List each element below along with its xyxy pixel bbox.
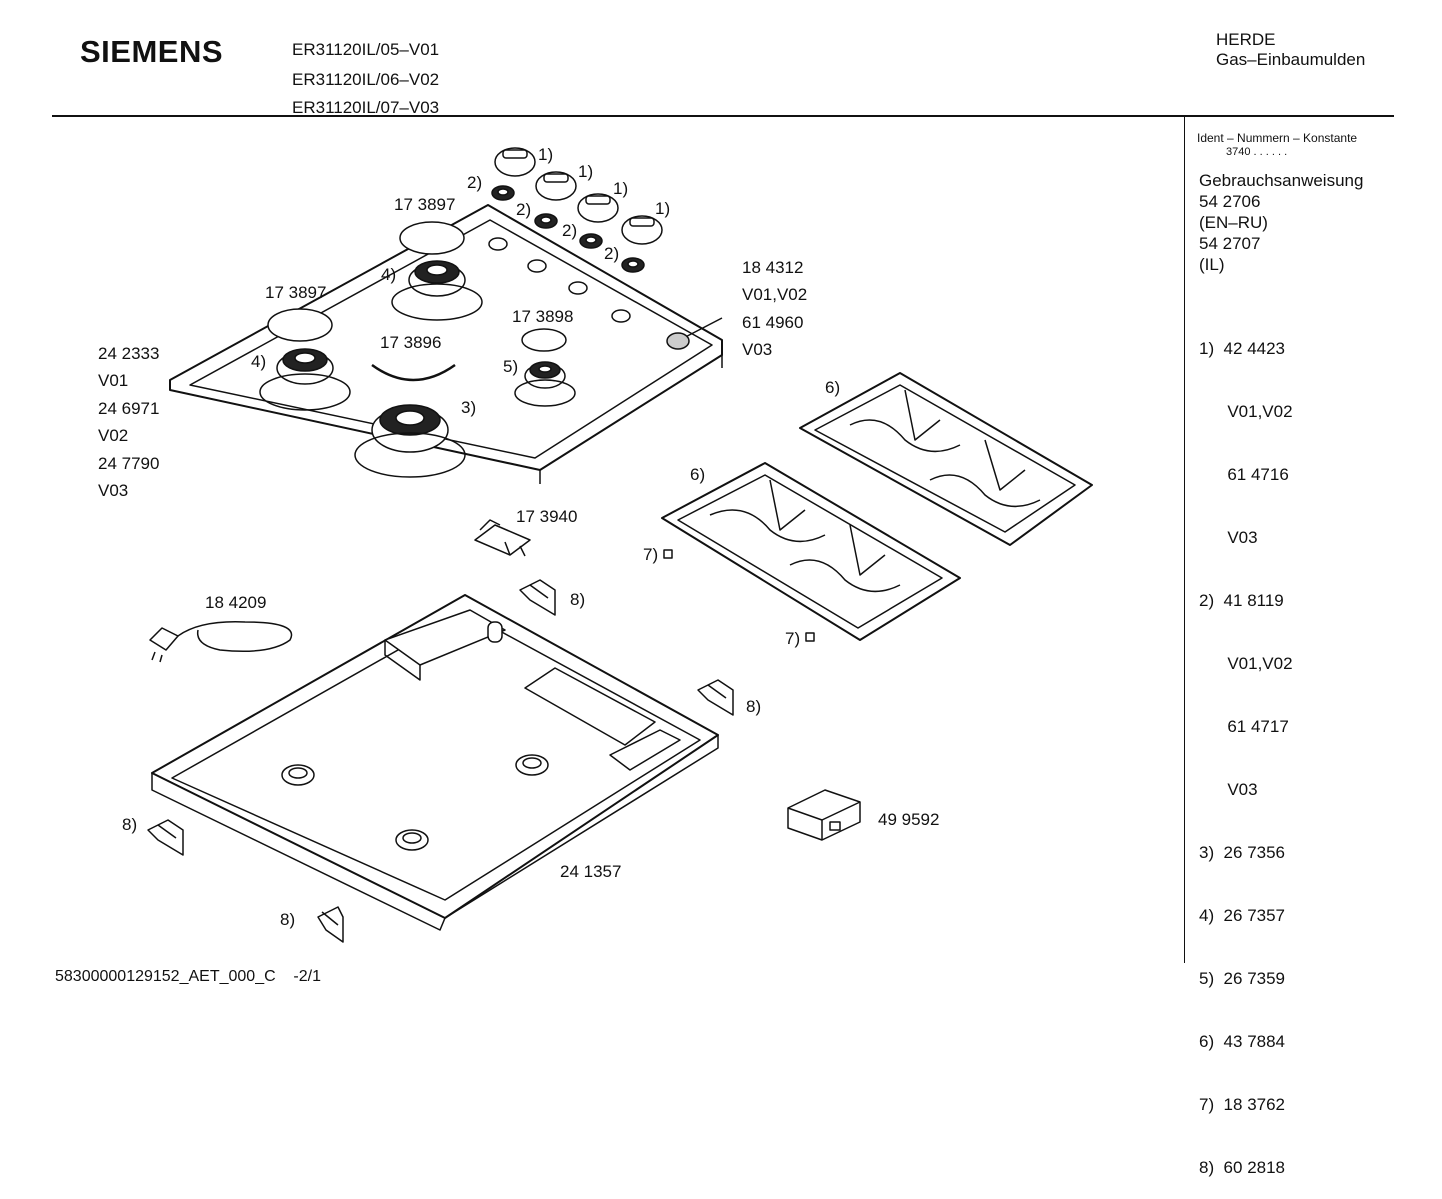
parts-list: 1) 42 4423 V01,V02 61 4716 V03 2) 41 811… bbox=[1199, 296, 1293, 1199]
parts-list-item: 8) 60 2818 bbox=[1199, 1158, 1286, 1177]
part-number-label: 18 4312 bbox=[742, 258, 803, 277]
parts-list-item: 61 4716 bbox=[1199, 465, 1289, 484]
model-number-3: ER31120IL/07–V03 bbox=[292, 98, 440, 117]
callout-labels: 1) 1) 1) 1) 2) 2) 2) 2) 3) 4) 4) 5) 6) 6… bbox=[98, 145, 939, 929]
part-number-label: V03 bbox=[742, 340, 772, 359]
callout-label: 8) bbox=[570, 590, 585, 609]
parts-list-item: 6) 43 7884 bbox=[1199, 1032, 1286, 1051]
manual-line: 54 2706 bbox=[1199, 192, 1261, 211]
parts-list-item: V01,V02 bbox=[1199, 654, 1293, 673]
part-number-label: 17 3940 bbox=[516, 507, 577, 526]
parts-list-item: 2) 41 8119 bbox=[1199, 591, 1284, 610]
bottom-tray bbox=[151, 594, 719, 931]
callout-label: 8) bbox=[122, 815, 137, 834]
burner-caps bbox=[267, 221, 567, 382]
ignition-box bbox=[787, 789, 861, 841]
part-number-label: 61 4960 bbox=[742, 313, 803, 332]
brand-logo: SIEMENS bbox=[80, 34, 224, 69]
parts-list-item: 1) 42 4423 bbox=[1199, 339, 1286, 358]
part-number-label: 17 3898 bbox=[512, 307, 573, 326]
knob-holes bbox=[488, 237, 690, 350]
parts-list-item: 61 4717 bbox=[1199, 717, 1289, 736]
part-number-label: 17 3897 bbox=[265, 283, 326, 302]
part-number-label: V01 bbox=[98, 371, 128, 390]
callout-label: 1) bbox=[655, 199, 670, 218]
gas-connector bbox=[474, 519, 531, 557]
part-number-label: 49 9592 bbox=[878, 810, 939, 829]
callout-label: 2) bbox=[516, 200, 531, 219]
control-knobs bbox=[494, 147, 663, 245]
model-number-1: ER31120IL/05–V01 bbox=[292, 40, 440, 59]
part-number-label: V01,V02 bbox=[742, 285, 807, 304]
category-subtitle: Gas–Einbaumulden bbox=[1216, 50, 1366, 69]
parts-list-item: 3) 26 7356 bbox=[1199, 843, 1286, 862]
mounting-clips bbox=[147, 579, 734, 943]
parts-list-item: V01,V02 bbox=[1199, 402, 1293, 421]
pan-support-front bbox=[661, 462, 961, 641]
parts-list-item: V03 bbox=[1199, 528, 1258, 547]
callout-label: 8) bbox=[746, 697, 761, 716]
model-number-2: ER31120IL/06–V02 bbox=[292, 70, 440, 89]
callout-label: 8) bbox=[280, 910, 295, 929]
document-footer: 58300000129152_AET_000_C -2/1 bbox=[55, 968, 321, 985]
parts-list-item: 4) 26 7357 bbox=[1199, 906, 1286, 925]
callout-label: 1) bbox=[613, 179, 628, 198]
part-number-label: 24 1357 bbox=[560, 862, 621, 881]
ident-value: 3740 . . . . . . bbox=[1226, 146, 1288, 158]
callout-label: 6) bbox=[690, 465, 705, 484]
exploded-view-diagram: 1) 1) 1) 1) 2) 2) 2) 2) 3) 4) 4) 5) 6) 6… bbox=[98, 145, 1093, 943]
sidebar-divider bbox=[1184, 117, 1185, 963]
rubber-feet bbox=[663, 549, 815, 642]
burners bbox=[259, 260, 576, 478]
manual-line: (EN–RU) bbox=[1199, 213, 1268, 232]
part-number-label: 24 7790 bbox=[98, 454, 159, 473]
callout-label: 2) bbox=[562, 221, 577, 240]
callout-label: 3) bbox=[461, 398, 476, 417]
category-title: HERDE bbox=[1216, 30, 1276, 49]
part-number-label: V02 bbox=[98, 426, 128, 445]
callout-label: 2) bbox=[467, 173, 482, 192]
ident-label: Ident – Nummern – Konstante bbox=[1197, 131, 1358, 145]
part-number-label: 17 3896 bbox=[380, 333, 441, 352]
callout-label: 7) bbox=[785, 629, 800, 648]
callout-label: 2) bbox=[604, 244, 619, 263]
knob-rings bbox=[491, 185, 645, 273]
header-divider bbox=[52, 115, 1394, 117]
callout-label: 5) bbox=[503, 357, 518, 376]
manual-line: 54 2707 bbox=[1199, 234, 1261, 253]
manual-info: Gebrauchsanweisung 54 2706 (EN–RU) 54 27… bbox=[1199, 170, 1363, 275]
callout-label: 7) bbox=[643, 545, 658, 564]
part-number-label: 18 4209 bbox=[205, 593, 266, 612]
callout-label: 1) bbox=[578, 162, 593, 181]
manual-title: Gebrauchsanweisung bbox=[1199, 171, 1364, 190]
part-number-label: 17 3897 bbox=[394, 195, 455, 214]
part-number-label: 24 6971 bbox=[98, 399, 159, 418]
callout-label: 4) bbox=[251, 352, 266, 371]
callout-label: 4) bbox=[381, 265, 396, 284]
category-block: HERDE Gas–Einbaumulden bbox=[1216, 30, 1365, 70]
parts-list-item: 5) 26 7359 bbox=[1199, 969, 1286, 988]
part-number-label: 24 2333 bbox=[98, 344, 159, 363]
power-cable bbox=[149, 621, 293, 663]
part-number-label: V03 bbox=[98, 481, 128, 500]
callout-label: 6) bbox=[825, 378, 840, 397]
manual-line: (IL) bbox=[1199, 255, 1225, 274]
callout-label: 1) bbox=[538, 145, 553, 164]
parts-list-item: 7) 18 3762 bbox=[1199, 1095, 1286, 1114]
pan-support-rear bbox=[799, 372, 1093, 546]
parts-list-item: V03 bbox=[1199, 780, 1258, 799]
